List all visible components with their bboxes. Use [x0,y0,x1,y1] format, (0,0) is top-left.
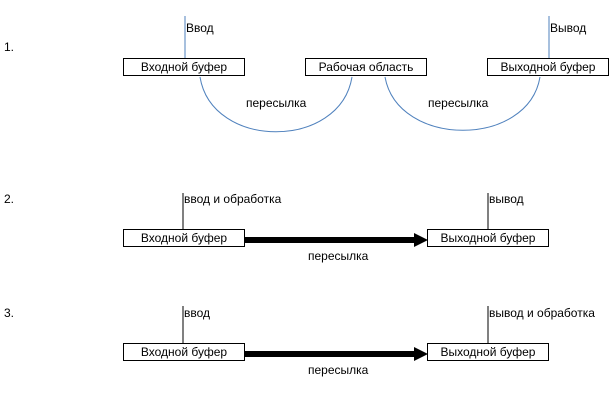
d3-input-buffer: Входной буфер [123,343,245,361]
d1-transfer-curve-left [199,76,353,133]
d1-work-area: Рабочая область [305,58,427,76]
d2-input-label: ввод и обработка [184,192,282,206]
d1-output-buffer: Выходной буфер [487,58,609,76]
d1-output-label: Вывод [550,21,587,35]
d1-input-buffer: Входной буфер [123,58,245,76]
d2-transfer-arrow-head [414,233,428,247]
d2-output-buffer: Выходной буфер [427,229,549,247]
d2-transfer-label: пересылка [308,249,369,263]
d3-input-label: ввод [184,306,211,320]
d2-output-label: вывод [489,192,524,206]
d3-transfer-label: пересылка [308,363,369,377]
d1-transfer-right-label: пересылка [428,96,489,110]
d2-input-buffer: Входной буфер [123,229,245,247]
d2-number: 2. [4,192,15,206]
d1-transfer-curve-right [384,76,541,131]
d1-number: 1. [4,40,15,54]
d3-transfer-arrow-head [414,347,428,361]
d1-transfer-left-label: пересылка [246,96,307,110]
d1-input-label: Ввод [186,21,214,35]
d3-number: 3. [4,306,15,320]
d3-output-label: вывод и обработка [489,306,595,320]
d3-output-buffer: Выходной буфер [427,343,549,361]
